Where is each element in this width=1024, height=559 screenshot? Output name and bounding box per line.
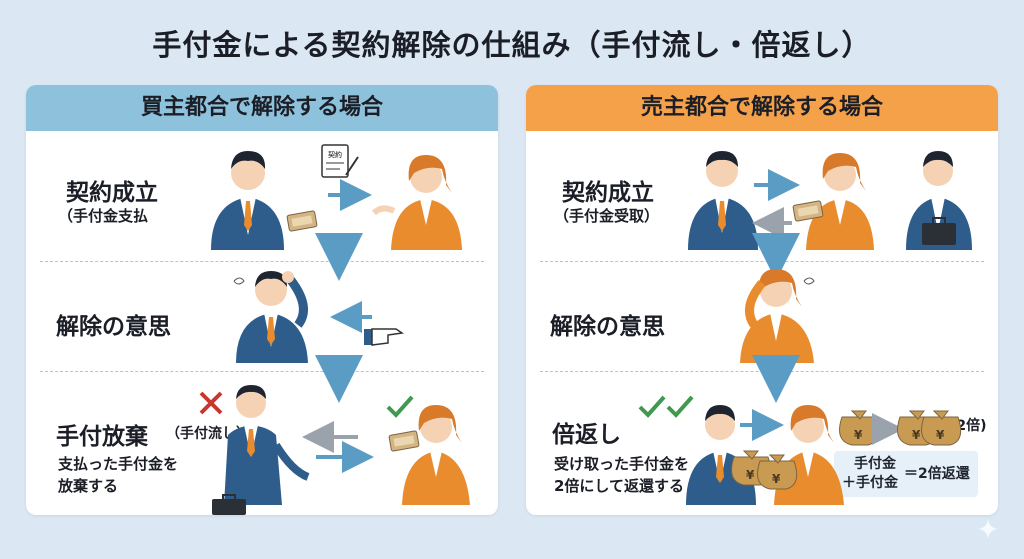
cash-icon: [388, 430, 420, 452]
divider: [40, 261, 484, 262]
seller-step1-title: 契約成立: [562, 180, 654, 206]
seller-step3-desc-1: 受け取った手付金を: [554, 455, 690, 473]
check-icon: [638, 395, 694, 418]
buyer-step2-title: 解除の意思: [56, 314, 171, 340]
money-bag-icon: ¥: [921, 410, 962, 446]
businessman-icon: [688, 151, 758, 250]
buyer-step1-title: 契約成立: [66, 180, 158, 206]
svg-text:¥: ¥: [854, 428, 863, 442]
seller-step3-desc-2: 2倍にして返還する: [554, 477, 684, 495]
sparkle-icon: [978, 519, 998, 539]
formula-result: ＝2倍返還: [904, 465, 970, 482]
contract-label: 契約: [328, 150, 342, 159]
businesswoman-icon: [806, 153, 874, 250]
businesswoman-icon: [740, 269, 815, 363]
businessman-icon: [211, 151, 284, 250]
divider: [40, 371, 484, 372]
briefcase-icon: [212, 494, 246, 515]
svg-text:¥: ¥: [772, 472, 781, 486]
businesswoman-icon: [402, 405, 470, 505]
page-title: 手付金による契約解除の仕組み（手付流し・倍返し）: [152, 28, 872, 62]
businessman-icon: [224, 385, 310, 505]
money-bag-icon: ¥: [839, 410, 880, 446]
buyer-panel: 買主都合で解除する場合 契約成立 （手付金支払 解除の意思 手付放棄 （手付流し…: [26, 85, 498, 515]
businessman-icon: [233, 271, 308, 363]
cross-icon: [199, 391, 223, 415]
svg-text:¥: ¥: [936, 428, 945, 442]
formula-line-1: 手付金: [854, 456, 896, 472]
pointing-hand-icon: [364, 328, 405, 346]
buyer-step3-desc-2: 放棄する: [58, 477, 119, 495]
cash-icon: [792, 200, 824, 222]
buyer-illustrations: 契約: [199, 144, 470, 515]
svg-text:¥: ¥: [912, 428, 921, 442]
svg-text:¥: ¥: [746, 468, 755, 482]
seller-illustrations: ¥ ¥ ¥ ¥ ¥: [638, 151, 972, 505]
businesswoman-icon: [371, 155, 462, 250]
check-icon: [386, 395, 414, 418]
cash-icon: [286, 210, 318, 232]
briefcase-icon: [922, 217, 956, 245]
seller-panel: 売主都合で解除する場合 契約成立 （手付金受取） 解除の意思 倍返し 受け取った…: [526, 85, 998, 515]
seller-panel-header: 売主都合で解除する場合: [526, 85, 998, 131]
buyer-step3-title: 手付放棄: [56, 424, 148, 450]
buyer-panel-header: 買主都合で解除する場合: [26, 85, 498, 131]
formula-box: 手付金 ＋手付金 ＝2倍返還: [834, 451, 978, 497]
businessman-icon: [686, 405, 756, 505]
buyer-step3-desc-1: 支払った手付金を: [58, 455, 179, 473]
buyer-step1-sub: （手付金支払: [58, 207, 149, 225]
money-bag-icon: ¥: [757, 454, 798, 490]
seller-step1-sub: （手付金受取）: [554, 207, 660, 225]
seller-step2-title: 解除の意思: [550, 314, 665, 340]
contract-icon: 契約: [321, 144, 359, 178]
seller-step3-title: 倍返し: [552, 422, 621, 448]
formula-line-2: ＋手付金: [842, 475, 898, 491]
